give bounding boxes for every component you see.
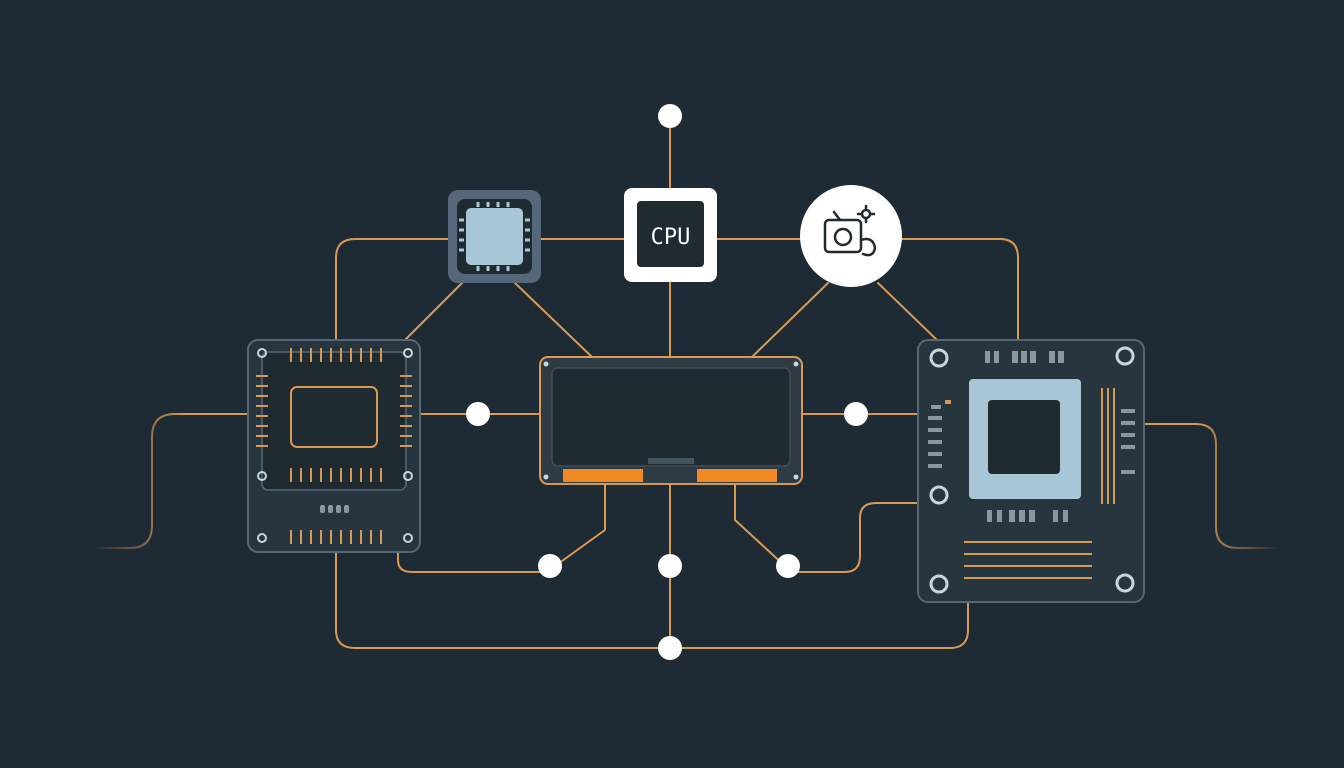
trace-chip-left-board	[335, 238, 449, 341]
trace-chip-display-left	[404, 282, 463, 341]
right-circuit-board	[917, 339, 1145, 603]
trace-chip-display	[514, 282, 593, 358]
pin-rows	[256, 348, 412, 544]
cpu-label: CPU	[651, 225, 691, 250]
node-bottom-right	[776, 554, 800, 578]
camera-gear-icon	[800, 185, 902, 287]
node-right	[844, 402, 868, 426]
trace-camera-display	[751, 282, 829, 358]
display-module	[539, 356, 803, 485]
trace-camera-right	[877, 282, 938, 341]
chip-outline	[290, 386, 378, 448]
mounting-holes	[257, 348, 413, 543]
node-bottom-left	[538, 554, 562, 578]
traces	[91, 115, 1281, 649]
connector-left	[563, 469, 643, 482]
node-left	[466, 402, 490, 426]
trace-display-bottom-left	[554, 484, 606, 567]
node-top	[658, 104, 682, 128]
node-bottom-center	[658, 554, 682, 578]
trace-right-exit	[1139, 423, 1281, 549]
connector-right	[697, 469, 777, 482]
trace-right-lower	[787, 502, 939, 573]
trace-camera-right-board	[899, 238, 1019, 341]
cpu-icon: CPU	[624, 188, 717, 282]
small-components	[320, 505, 349, 513]
trace-display-bottom-right	[734, 484, 786, 567]
processor-die	[988, 400, 1060, 474]
left-circuit-board	[247, 339, 421, 553]
connection-nodes	[466, 104, 868, 660]
trace-left-exit	[91, 413, 249, 549]
trace-bottom-loop	[335, 551, 969, 649]
microchip-icon	[448, 190, 541, 283]
trace-left-board-lower	[397, 551, 551, 573]
node-bottom-loop	[658, 636, 682, 660]
